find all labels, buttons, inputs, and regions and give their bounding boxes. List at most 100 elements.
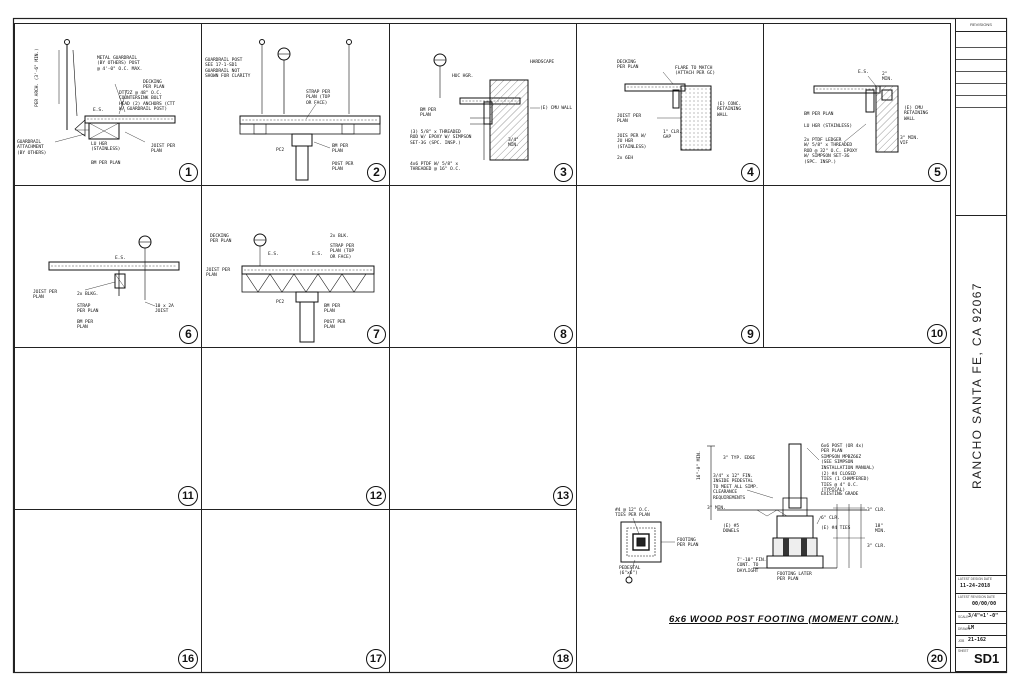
detail-7-note-9: POST PER PLAN bbox=[324, 320, 346, 331]
detail-6-note-4: STRAP PER PLAN bbox=[77, 304, 99, 315]
drawn-label: DRAWN bbox=[958, 627, 970, 631]
detail-20-note-14: #4 @ 12" O.C. TIES PER PLAN bbox=[615, 508, 650, 519]
revision-row bbox=[956, 47, 1006, 48]
detail-number-3: 3 bbox=[554, 163, 573, 182]
sheet-label: SHEET bbox=[958, 649, 969, 653]
issue-date: 11-24-2018 bbox=[960, 583, 991, 589]
detail-number-12: 12 bbox=[366, 486, 386, 506]
detail-4-note-2: FLARE TO MATCH (ATTACH PER GC) bbox=[675, 66, 715, 77]
detail-number-11: 11 bbox=[178, 486, 198, 506]
detail-1-note-4: GUARDRAIL ATTACHMENT (BY OTHERS) bbox=[17, 140, 47, 156]
detail-6-note-2: JOIST PER PLAN bbox=[33, 290, 57, 301]
detail-20: 6x6 POST (OR 4x) PER PLAN SIMPSON MPBZ66… bbox=[576, 347, 951, 673]
detail-20-note-8: 6" CLR. bbox=[821, 516, 840, 521]
detail-20-note-15: FOOTING PER PLAN bbox=[677, 538, 699, 549]
detail-3-note-7: 3/4" MIN. bbox=[508, 138, 519, 149]
detail-1-note-1: METAL GUARDRAIL (BY OTHERS) POST @ 4'-0"… bbox=[97, 56, 143, 72]
detail-number-17: 17 bbox=[366, 649, 386, 669]
detail-number-1: 1 bbox=[179, 163, 198, 182]
scale-value: 3/4"=1'-0" bbox=[968, 613, 999, 619]
detail-3-drawing bbox=[433, 53, 540, 161]
detail-5-drawing bbox=[813, 75, 899, 153]
detail-7-note-6: E.S. bbox=[312, 252, 323, 257]
revision-row bbox=[956, 59, 1006, 60]
detail-20-drawing bbox=[620, 443, 867, 584]
detail-4-note-1: DECKING PER PLAN bbox=[617, 60, 639, 71]
detail-13: 13 bbox=[389, 347, 577, 510]
detail-6-note-1: E.S. bbox=[115, 256, 126, 261]
detail-1-note-5: LU HGR (STAINLESS) bbox=[91, 142, 121, 153]
detail-5-note-2: BM PER PLAN bbox=[804, 112, 834, 117]
detail-20-note-3: 3/4" x 12" FIN. INSIDE PEDESTAL TO MEET … bbox=[713, 474, 759, 501]
revisions-header: REVISIONS bbox=[956, 19, 1006, 32]
detail-6-note-5: BM PER PLAN bbox=[77, 320, 93, 331]
detail-1-drawing bbox=[54, 39, 176, 143]
detail-7-note-7: PC2 bbox=[276, 300, 284, 305]
scale-label: SCALE bbox=[958, 615, 969, 619]
detail-number-7: 7 bbox=[367, 325, 386, 344]
detail-20-note-1: 6x6 POST (OR 4x) PER PLAN SIMPSON MPBZ66… bbox=[821, 444, 875, 471]
detail-number-4: 4 bbox=[741, 163, 760, 182]
detail-4-note-3: JOIST PER PLAN bbox=[617, 114, 641, 125]
detail-6-drawing bbox=[48, 235, 180, 307]
detail-1-note-6: JOIST PER PLAN bbox=[151, 144, 175, 155]
detail-number-16: 16 bbox=[178, 649, 198, 669]
revision-row bbox=[956, 71, 1006, 72]
detail-number-5: 5 bbox=[928, 163, 947, 182]
detail-2-note-4: POST PER PLAN bbox=[332, 162, 354, 173]
detail-5-note-1: E.S. bbox=[858, 70, 869, 75]
detail-1: METAL GUARDRAIL (BY OTHERS) POST @ 4'-0"… bbox=[14, 23, 202, 186]
revision-row bbox=[956, 83, 1006, 84]
detail-3-note-2: HUC HGR. bbox=[452, 74, 474, 79]
job-label: JOB bbox=[958, 639, 965, 643]
detail-2-note-5: PC2 bbox=[276, 148, 284, 153]
detail-5-note-7: 2" MIN. bbox=[882, 72, 893, 83]
detail-2-note-3: BM PER PLAN bbox=[332, 144, 348, 155]
detail-number-20: 20 bbox=[927, 649, 947, 669]
detail-1-note-9: E.S. bbox=[93, 108, 104, 113]
title-block-divider bbox=[956, 215, 1006, 216]
detail-17: 17 bbox=[201, 509, 390, 673]
detail-20-note-16: PEDESTAL (6"x6") bbox=[619, 566, 641, 577]
detail-11: 11 bbox=[14, 347, 202, 510]
detail-20-note-5: EXISTING GRADE bbox=[821, 492, 859, 497]
latest-revision-label: LATEST REVISION DATE bbox=[958, 595, 996, 599]
detail-7-note-3: STRAP PER PLAN (TOP OR FACE) bbox=[330, 244, 354, 260]
latest-revision: 00/00/00 bbox=[972, 601, 997, 607]
revision-row bbox=[956, 95, 1006, 96]
detail-2-drawing bbox=[239, 39, 381, 181]
detail-6-note-3: 2x BLKG. bbox=[77, 292, 99, 297]
detail-4-note-6: 2x 6EH bbox=[617, 156, 633, 161]
detail-3-note-5: (3) 5/8" x THREADED ROD W/ EPOXY W/ SIMP… bbox=[410, 130, 472, 146]
issue-date-label: LATEST DESIGN DATE bbox=[958, 577, 993, 581]
detail-20-note-4: (2) #4 CLOSED TIES (1 CHAMFERED) TIES @ … bbox=[821, 472, 869, 494]
detail-20-note-7: (E) #5 DOWELS bbox=[723, 524, 739, 535]
detail-9: 9 bbox=[576, 185, 764, 348]
title-block-divider bbox=[956, 635, 1006, 636]
detail-1-note-7: BM PER PLAN bbox=[91, 161, 121, 166]
detail-20-note-6: 3" MIN. bbox=[707, 506, 726, 511]
detail-5-note-3: LU HGR (STAINLESS) bbox=[804, 124, 852, 129]
detail-number-13: 13 bbox=[553, 486, 573, 506]
detail-3-note-3: BM PER PLAN bbox=[420, 108, 436, 119]
detail-7-note-1: DECKING PER PLAN bbox=[210, 234, 232, 245]
detail-6-note-6: 10 x 2A JOIST bbox=[155, 304, 174, 315]
detail-12: 12 bbox=[201, 347, 390, 510]
detail-3: HARDSCAPE HUC HGR. BM PER PLAN (E) CMU W… bbox=[389, 23, 577, 186]
detail-4-note-5: JOIS PER W/ JU HGR (STAINLESS) bbox=[617, 134, 647, 150]
detail-4: DECKING PER PLAN FLARE TO MATCH (ATTACH … bbox=[576, 23, 764, 186]
detail-7-note-5: E.S. bbox=[268, 252, 279, 257]
detail-3-note-1: HARDSCAPE bbox=[530, 60, 554, 65]
detail-1-note-8: PER ARCH. (3'-6" MIN.) bbox=[35, 48, 40, 107]
title-block: REVISIONS RANCHO SANTA FE, CA 92067 LATE… bbox=[955, 18, 1007, 672]
title-block-divider bbox=[956, 647, 1006, 648]
detail-2: GUARDRAIL POST SEE 17-1-SD1 GUARDRAIL NO… bbox=[201, 23, 390, 186]
project-location: RANCHO SANTA FE, CA 92067 bbox=[970, 282, 984, 489]
title-block-divider bbox=[956, 611, 1006, 612]
detail-7: DECKING PER PLAN 2x BLK. STRAP PER PLAN … bbox=[201, 185, 390, 348]
detail-20-note-11: 3" CLR. bbox=[867, 544, 886, 549]
detail-7-drawing bbox=[241, 233, 375, 343]
detail-2-note-2: STRAP PER PLAN (TOP OR FACE) bbox=[306, 90, 330, 106]
detail-5: E.S. BM PER PLAN LU HGR (STAINLESS) (E) … bbox=[763, 23, 951, 186]
